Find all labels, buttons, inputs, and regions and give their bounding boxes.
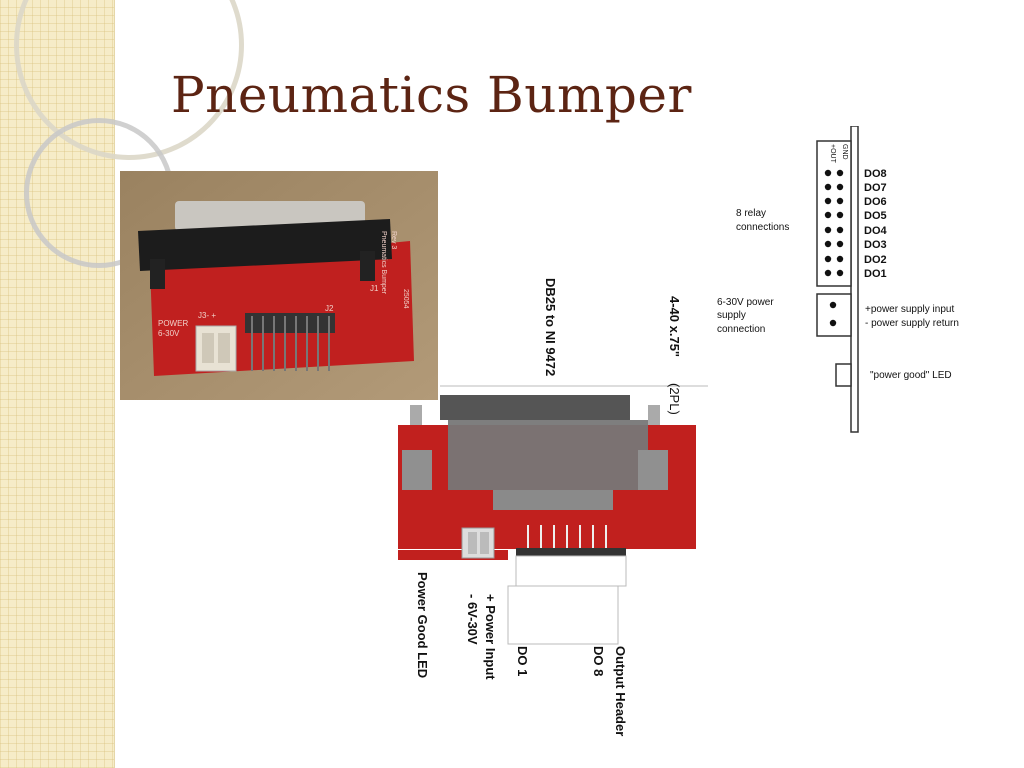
power-good-led-label: Power Good LED	[415, 572, 430, 679]
channel-do8: DO8	[864, 168, 887, 180]
do1-label: DO 1	[515, 646, 530, 677]
photo-power-label: POWER	[158, 319, 188, 328]
power-note-2: supply	[717, 310, 746, 321]
photo-j1-part: 25054	[402, 289, 409, 309]
photo-board-name: Pneumatics Bumper	[380, 231, 387, 295]
photo-power-range: 6-30V	[158, 329, 180, 338]
channel-do4: DO4	[864, 225, 888, 237]
photo-board-rev: Rev 3	[390, 231, 397, 249]
header-col-out: +OUT	[829, 144, 836, 164]
slide-title: Pneumatics Bumper	[171, 66, 692, 124]
power-note: 6-30V power	[717, 297, 774, 308]
power-pin-minus: - power supply return	[865, 318, 959, 329]
db25-label: DB25 to NI 9472	[543, 278, 558, 377]
power-range-label: - 6V-30V	[465, 594, 480, 645]
power-pin-plus: +power supply input	[865, 304, 954, 315]
board-drawing	[388, 270, 718, 755]
do8-label: DO 8	[591, 646, 606, 677]
dimension-label: 4-40 x.75"	[667, 296, 682, 358]
output-header-label: Output Header	[613, 646, 628, 737]
channel-do7: DO7	[864, 182, 887, 194]
channel-do1: DO1	[864, 268, 887, 280]
channel-do2: DO2	[864, 254, 887, 266]
relay-note-2: connections	[736, 222, 789, 233]
power-note-3: connection	[717, 324, 765, 335]
photo-j1-label: J1	[370, 284, 379, 293]
channel-do6: DO6	[864, 196, 887, 208]
led-note: "power good" LED	[870, 370, 952, 381]
header-col-gnd: GND	[841, 144, 848, 160]
pinout-diagram: +OUT GND DO8 DO7 DO6 DO5 DO4 DO3 DO2 DO1…	[712, 125, 1012, 436]
channel-do3: DO3	[864, 239, 887, 251]
board-photo: POWER 6-30V J3- + J2 J1 Pneumatics Bumpe…	[120, 171, 438, 400]
power-input-label: + Power Input	[483, 594, 498, 680]
relay-note: 8 relay	[736, 208, 766, 219]
channel-do5: DO5	[864, 210, 887, 222]
photo-j2-label: J2	[325, 304, 334, 313]
dimension-qty: (2PL)	[667, 383, 682, 415]
photo-j3-label: J3- +	[198, 311, 216, 320]
